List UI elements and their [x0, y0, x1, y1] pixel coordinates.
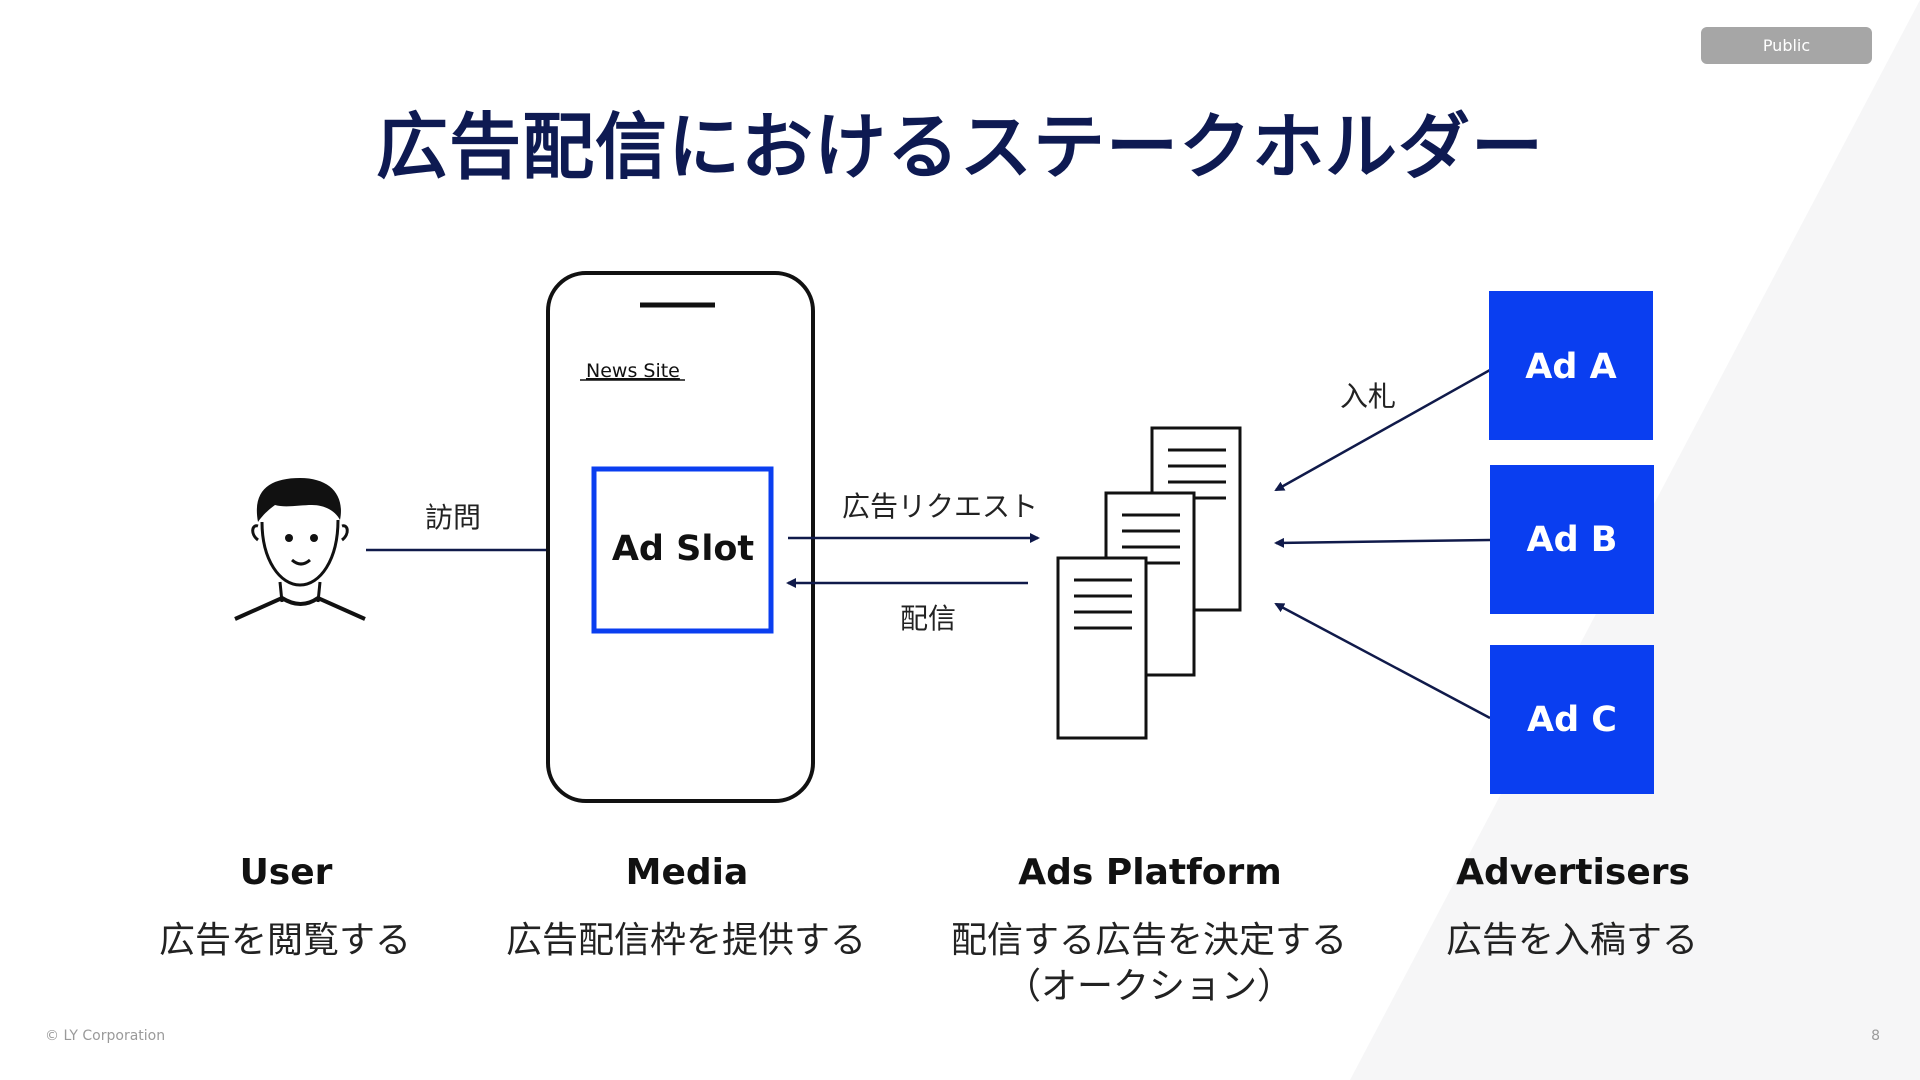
bid-arrow-a: [1274, 368, 1491, 492]
ad-a-box: [1489, 291, 1653, 440]
ad-b-box: [1490, 465, 1654, 614]
stakeholder-user-desc: 広告を閲覧する: [158, 920, 411, 961]
stakeholder-platform-name: Ads Platform: [1018, 852, 1282, 893]
delivery-label: 配信: [900, 602, 956, 635]
stakeholder-media-desc: 広告配信枠を提供する: [505, 920, 866, 961]
ad-a-label: Ad A: [1525, 347, 1616, 387]
ad-b-label: Ad B: [1526, 520, 1617, 560]
copyright-text: © LY Corporation: [45, 1028, 166, 1044]
stakeholder-user-name: User: [239, 852, 333, 893]
stakeholder-platform-desc: 配信する広告を決定する （オークション）: [950, 920, 1347, 1007]
stakeholder-advertisers-desc: 広告を入稿する: [1445, 920, 1698, 961]
page-number: 8: [1871, 1028, 1880, 1044]
request-label: 広告リクエスト: [842, 490, 1038, 523]
ad-slot-label: Ad Slot: [612, 529, 754, 569]
bid-label: 入札: [1340, 380, 1396, 413]
bid-arrow-b: [1274, 537, 1491, 548]
news-site-label: News Site: [586, 360, 680, 382]
bid-arrow-c: [1274, 602, 1491, 720]
stakeholder-media-name: Media: [625, 852, 749, 893]
page-title: 広告配信におけるステークホルダー: [375, 105, 1544, 189]
ad-slot-box: [591, 466, 774, 634]
stakeholder-advertisers-name: Advertisers: [1456, 852, 1690, 893]
person-icon: [234, 478, 366, 621]
documents-icon: [1056, 426, 1242, 740]
ad-c-label: Ad C: [1527, 700, 1617, 740]
public-badge: Public: [1701, 27, 1872, 64]
visit-label: 訪問: [425, 501, 481, 534]
ad-c-box: [1490, 645, 1654, 794]
